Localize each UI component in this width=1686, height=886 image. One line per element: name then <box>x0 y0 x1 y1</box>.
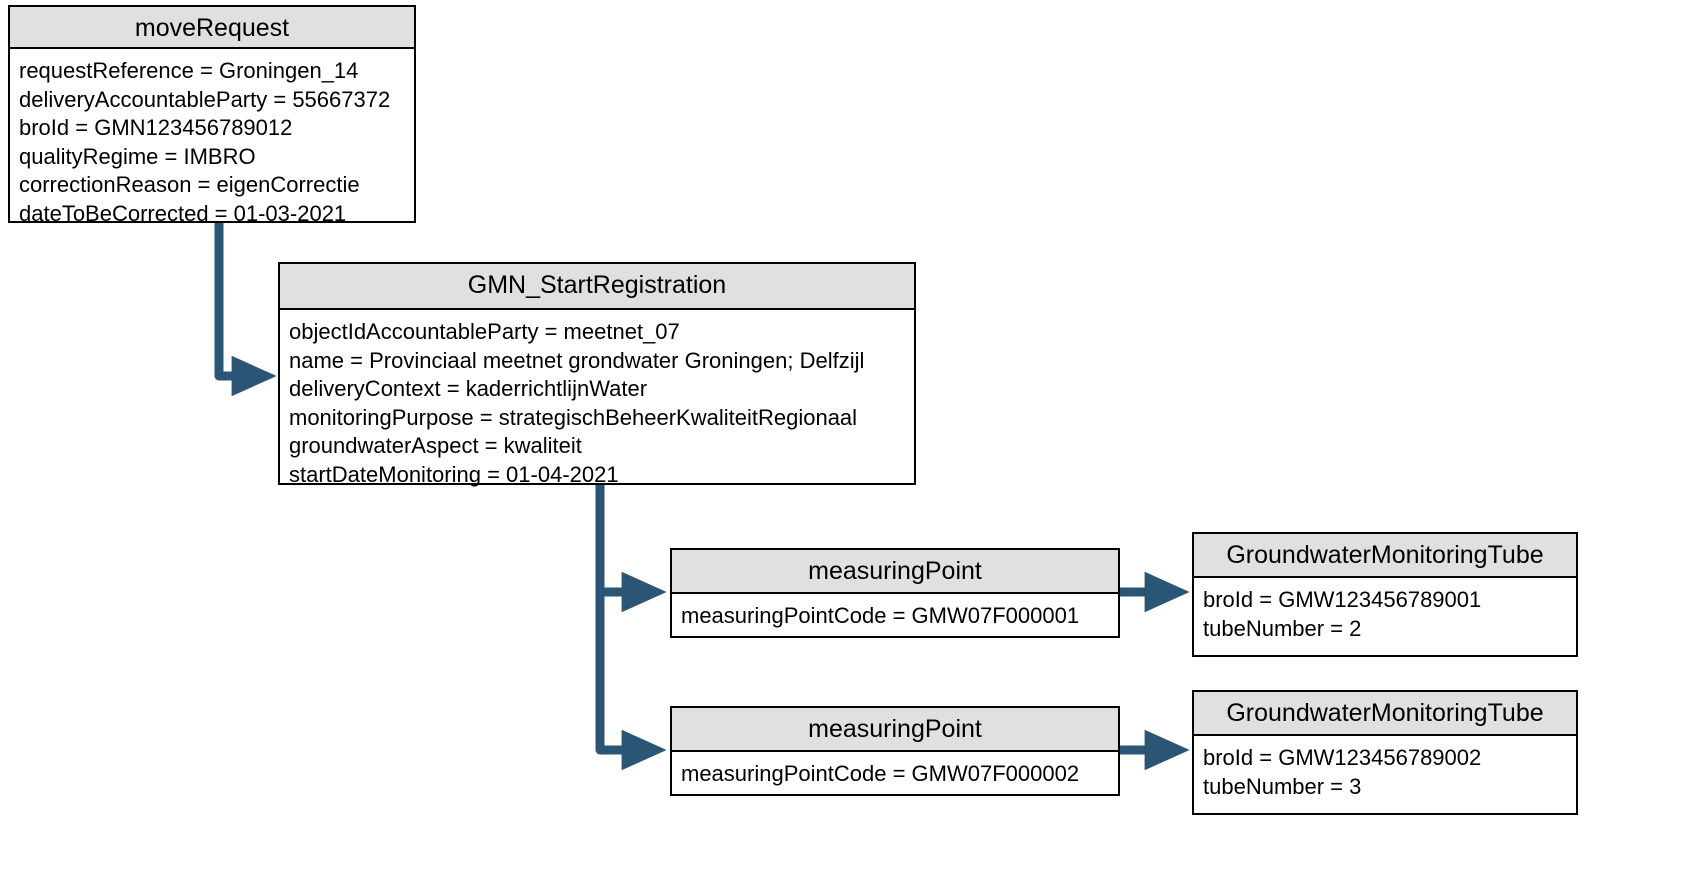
object-box-attributes-move-request: requestReference = Groningen_14 delivery… <box>10 49 414 236</box>
object-box-attributes-groundwater-monitoring-tube-2: broId = GMW123456789002 tubeNumber = 3 <box>1194 736 1576 809</box>
object-box-measuring-point-2[interactable]: measuringPoint measuringPointCode = GMW0… <box>670 706 1120 796</box>
attribute-row: name = Provinciaal meetnet grondwater Gr… <box>289 347 865 373</box>
connector-startregistration-to-measuringpoint-1 <box>595 485 667 613</box>
attribute-row: tubeNumber = 2 <box>1203 615 1362 641</box>
connector-startregistration-to-measuringpoint-2 <box>595 485 667 771</box>
attribute-row: groundwaterAspect = kwaliteit <box>289 433 582 458</box>
object-box-header-groundwater-monitoring-tube-1: GroundwaterMonitoringTube <box>1194 534 1576 578</box>
object-box-gmn-start-registration[interactable]: GMN_StartRegistration objectIdAccountabl… <box>278 262 916 487</box>
object-box-header-measuring-point-2: measuringPoint <box>672 708 1118 752</box>
attribute-row: qualityRegime = IMBRO <box>19 143 256 169</box>
attribute-row: measuringPointCode = GMW07F000002 <box>681 761 1080 786</box>
attribute-row: deliveryContext = kaderrichtlijnWater <box>289 376 648 401</box>
object-box-groundwater-monitoring-tube-2[interactable]: GroundwaterMonitoringTube broId = GMW123… <box>1192 690 1578 815</box>
attribute-row: broId = GMN123456789012 <box>19 115 293 140</box>
attribute-row: broId = GMW123456789001 <box>1203 587 1482 612</box>
object-box-header-groundwater-monitoring-tube-2: GroundwaterMonitoringTube <box>1194 692 1576 736</box>
connector-moverequest-to-startregistration <box>214 222 277 397</box>
attribute-row: broId = GMW123456789002 <box>1203 745 1482 770</box>
object-box-attributes-measuring-point-2: measuringPointCode = GMW07F000002 <box>672 752 1118 797</box>
attribute-row: requestReference = Groningen_14 <box>19 58 359 83</box>
object-box-attributes-measuring-point-1: measuringPointCode = GMW07F000001 <box>672 594 1118 639</box>
attribute-row: dateToBeCorrected = 01-03-2021 <box>19 200 347 226</box>
object-box-header-measuring-point-1: measuringPoint <box>672 550 1118 594</box>
attribute-row: deliveryAccountableParty = 55667372 <box>19 86 391 112</box>
object-box-attributes-groundwater-monitoring-tube-1: broId = GMW123456789001 tubeNumber = 2 <box>1194 578 1576 651</box>
object-box-attributes-gmn-start-registration: objectIdAccountableParty = meetnet_07 na… <box>280 310 914 497</box>
attribute-row: correctionReason = eigenCorrectie <box>19 172 360 197</box>
object-box-groundwater-monitoring-tube-1[interactable]: GroundwaterMonitoringTube broId = GMW123… <box>1192 532 1578 657</box>
attribute-row: tubeNumber = 3 <box>1203 773 1362 799</box>
object-box-measuring-point-1[interactable]: measuringPoint measuringPointCode = GMW0… <box>670 548 1120 638</box>
object-box-header-move-request: moveRequest <box>10 7 414 49</box>
attribute-row: monitoringPurpose = strategischBeheerKwa… <box>289 404 858 430</box>
attribute-row: startDateMonitoring = 01-04-2021 <box>289 461 619 487</box>
attribute-row: objectIdAccountableParty = meetnet_07 <box>289 319 680 344</box>
object-box-header-gmn-start-registration: GMN_StartRegistration <box>280 264 914 310</box>
attribute-row: measuringPointCode = GMW07F000001 <box>681 603 1080 628</box>
object-box-move-request[interactable]: moveRequest requestReference = Groningen… <box>8 5 416 226</box>
